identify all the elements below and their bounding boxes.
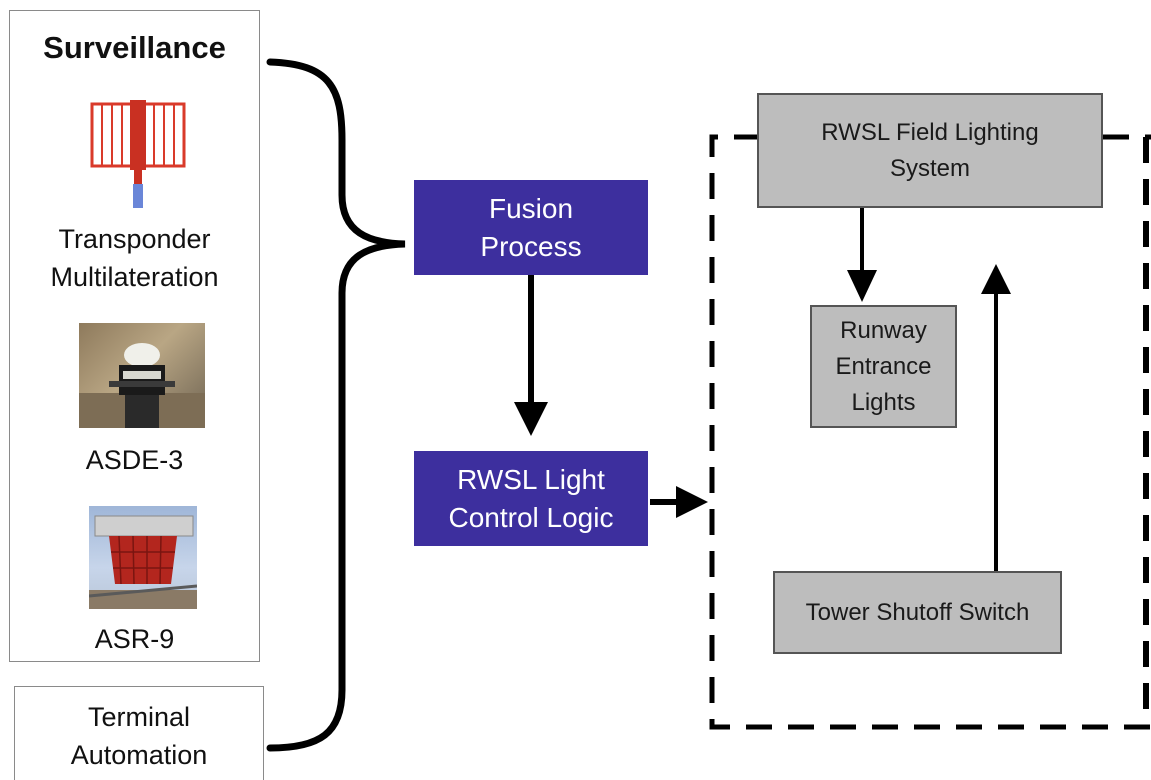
- field-to-lights-arrowhead: [847, 270, 877, 302]
- asr9-label: ASR-9: [94, 624, 175, 654]
- fusion-to-logic-arrowhead: [514, 402, 548, 436]
- control-logic-box: RWSL Light Control Logic: [414, 451, 648, 546]
- tower-shutoff-switch-box: Tower Shutoff Switch: [773, 571, 1062, 654]
- asde3-label: ASDE-3: [85, 445, 184, 475]
- switch-to-field-arrowhead: [981, 264, 1011, 294]
- field-lighting-system-box: RWSL Field Lighting System: [757, 93, 1103, 208]
- surveillance-panel: [9, 10, 260, 662]
- input-brace: [266, 58, 406, 752]
- field-region-border: [709, 134, 1151, 730]
- logic-to-field-arrowhead: [676, 486, 708, 518]
- asde3-radar-tower-icon: [79, 323, 205, 428]
- fusion-process-box: Fusion Process: [414, 180, 648, 275]
- terminal-automation-box: Terminal Automation: [14, 686, 264, 780]
- surveillance-title: Surveillance: [43, 30, 226, 65]
- runway-entrance-lights-box: Runway Entrance Lights: [810, 305, 957, 428]
- asr9-radar-antenna-icon: [89, 506, 197, 609]
- multilateration-label: Transponder Multilateration: [50, 224, 219, 292]
- multilateration-antenna-icon: [90, 100, 186, 208]
